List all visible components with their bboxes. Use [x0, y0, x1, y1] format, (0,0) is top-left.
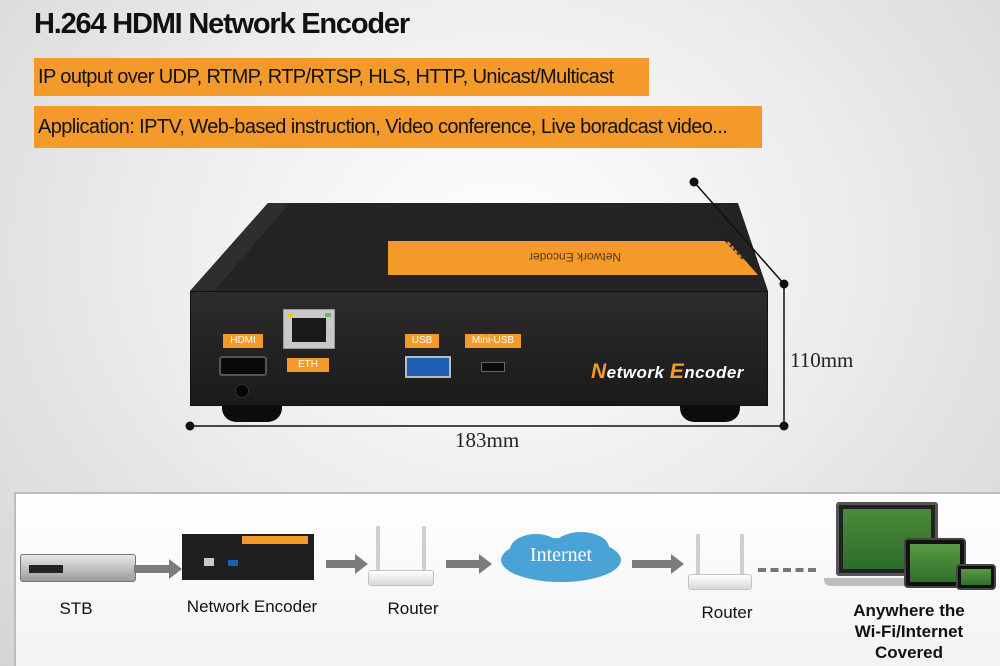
- laptop-base: [824, 578, 950, 586]
- router-2-icon: [688, 574, 752, 590]
- eth-port: [283, 309, 335, 349]
- tablet-icon: [904, 538, 966, 588]
- front-brand-label: Network Encoder: [591, 360, 744, 383]
- hdmi-tag: HDMI: [223, 334, 263, 348]
- stb-label: STB: [59, 599, 93, 618]
- device-foot: [680, 406, 740, 422]
- application-banner: Application: IPTV, Web-based instruction…: [34, 106, 762, 148]
- flow-arrow: [134, 559, 182, 579]
- depth-dimension-line: [693, 181, 785, 285]
- device-foot: [222, 406, 282, 422]
- depth-end-dot: [689, 177, 699, 187]
- device-front-panel: HDMI ETH USB Mini-USB Network Encoder: [190, 291, 768, 406]
- device-top-label: Network Encoder: [529, 250, 621, 264]
- usb-port: [405, 356, 451, 378]
- router-1-label: Router: [387, 599, 439, 618]
- hdmi-port: [219, 356, 267, 376]
- router-2-label: Router: [701, 603, 753, 622]
- device-top-edge: [190, 203, 290, 291]
- width-end-dot: [185, 421, 195, 431]
- router-antenna: [422, 526, 426, 574]
- encoder-thumbnail: [182, 534, 314, 580]
- flow-arrow: [632, 554, 684, 574]
- flow-arrow: [446, 554, 492, 574]
- mini-usb-port: [481, 362, 505, 372]
- router-1-icon: [368, 570, 434, 586]
- connection-diagram: STB Network Encoder Router Internet Rout…: [14, 492, 1000, 666]
- router-antenna: [376, 526, 380, 574]
- page-title: H.264 HDMI Network Encoder: [34, 8, 410, 40]
- device-drawing: Network Encoder: [185, 177, 789, 431]
- led-indicator: [235, 384, 249, 398]
- internet-label: Internet: [529, 544, 593, 566]
- flow-arrow: [326, 554, 368, 574]
- router-antenna: [740, 534, 744, 578]
- device-top-label-strip: [388, 241, 758, 275]
- height-label: 110mm: [790, 348, 854, 372]
- router-antenna: [696, 534, 700, 578]
- output-protocols-banner: IP output over UDP, RTMP, RTP/RTSP, HLS,…: [34, 58, 649, 96]
- phone-icon: [956, 564, 996, 590]
- encoder-label: Network Encoder: [186, 597, 318, 616]
- wireless-link: [758, 568, 816, 572]
- internet-cloud-icon: [501, 532, 621, 582]
- stb-device: [20, 554, 136, 582]
- eth-tag: ETH: [287, 358, 329, 372]
- usb-tag: USB: [405, 334, 439, 348]
- mini-usb-tag: Mini-USB: [465, 334, 521, 348]
- endpoint-label: Anywhere the Wi-Fi/Internet Covered: [853, 601, 965, 662]
- width-label: 183mm: [455, 428, 520, 452]
